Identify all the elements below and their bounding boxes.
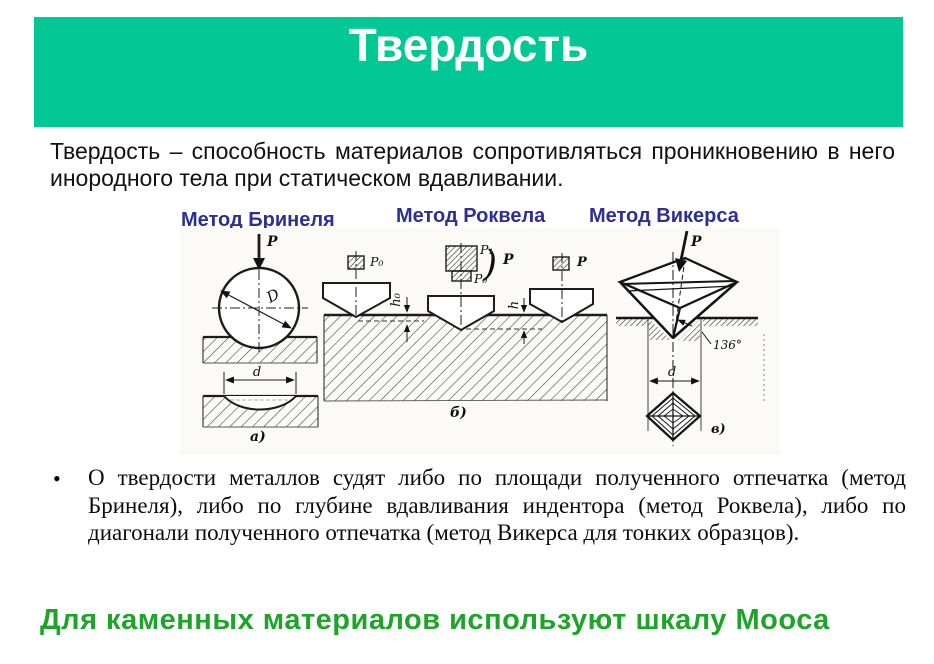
definition-text: Твердость – способность материалов сопро… — [50, 138, 895, 191]
label-h: h — [507, 301, 522, 309]
label-h0: h₀ — [389, 292, 404, 306]
label-imprint-d-vickers: d — [668, 365, 676, 380]
label-p1: P₁ — [479, 242, 493, 257]
load-arrow-head-vickers — [675, 258, 687, 272]
label-p0-mid: P₀ — [473, 271, 487, 286]
caption-a: а) — [250, 429, 266, 445]
indenter-cone-load — [529, 288, 594, 324]
brace: ) — [482, 244, 497, 285]
label-p-right: P — [576, 255, 588, 270]
title-banner: Твердость — [34, 17, 903, 127]
brinell-figure: D P d а) — [202, 234, 319, 445]
weight-p0-mid — [451, 270, 472, 282]
label-imprint-d-brinell: d — [253, 365, 261, 380]
caption-v: в) — [711, 422, 726, 437]
label-p-sum: P — [502, 252, 514, 268]
method-label-vickers: Метод Викерса — [589, 205, 739, 227]
bullet-item: • О твердости металлов судят либо по пло… — [50, 464, 906, 547]
label-p-vickers: P — [690, 234, 702, 250]
indenter-cone-full — [427, 295, 495, 332]
page-title: Твердость — [348, 19, 589, 71]
label-load-p-brinell: P — [266, 234, 278, 250]
method-label-rockwell: Метод Роквела — [396, 205, 546, 227]
footer-note: Для каменных материалов используют шкалу… — [40, 604, 830, 636]
label-angle-136: 136° — [713, 338, 742, 352]
label-p0-left: P₀ — [369, 254, 383, 269]
bullet-marker: • — [53, 466, 61, 491]
weight-p — [552, 256, 570, 271]
hardness-methods-diagram: D P d а) — [180, 228, 780, 455]
weight-p0 — [347, 255, 365, 270]
bullet-text: О твердости металлов судят либо по площа… — [88, 465, 906, 545]
rockwell-figure: P₀ P₁ P₀ ) P P h₀ h б) — [322, 242, 608, 421]
vickers-figure: P 136° d в) — [616, 230, 765, 446]
load-arrow-head — [253, 258, 265, 270]
method-label-brinell: Метод Бринеля — [181, 209, 335, 231]
caption-b: б) — [450, 405, 467, 421]
weight-p1 — [445, 245, 478, 272]
